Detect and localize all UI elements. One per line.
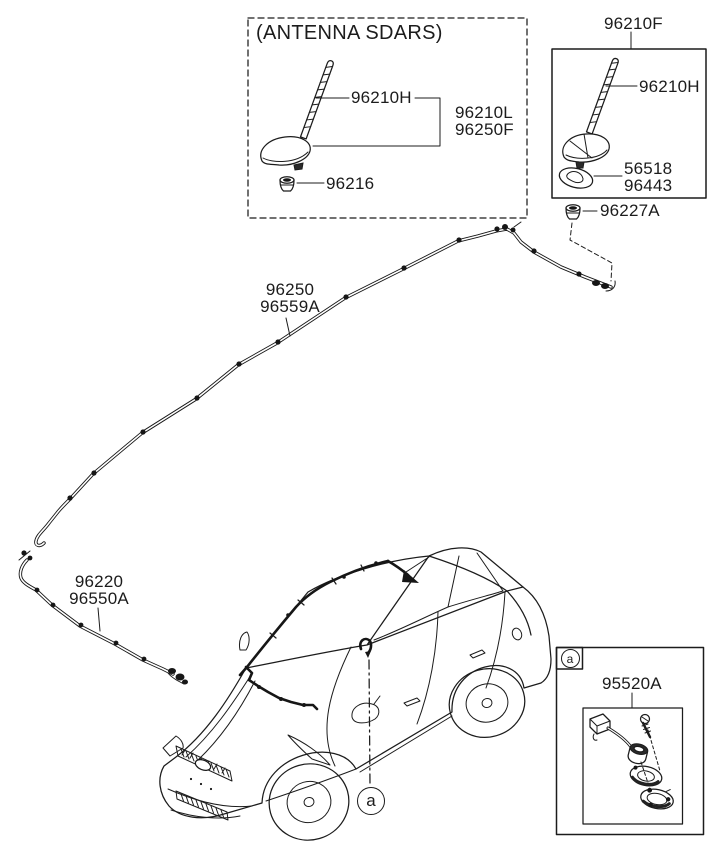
roof-harness-drawing — [238, 556, 430, 787]
sdars-base-drawing — [260, 136, 311, 166]
roof-antenna-grommet-drawing — [565, 204, 581, 220]
rear-wheel-drawing — [448, 668, 526, 738]
part-label-detail-part: 95520A — [602, 674, 662, 693]
detail-box-marker: a — [560, 649, 580, 668]
part-label-sdars-grommet: 96216 — [326, 174, 375, 193]
cable-clips — [21, 550, 188, 685]
part-label-line: 96550A — [69, 589, 129, 608]
part-label-line: 96220 — [74, 572, 124, 591]
part-label-roof-antenna-grommet: 96227A — [600, 201, 660, 220]
part-label-line: 96250 — [265, 280, 315, 299]
part-label-line: 96443 — [624, 176, 673, 195]
front-feeder-cable-drawing — [18, 550, 188, 685]
part-label-roof-antenna-pads: 56518 96443 — [624, 160, 672, 194]
sdars-grommet-drawing — [279, 176, 295, 192]
detail-box-drawing — [555, 646, 705, 836]
part-label-front-feeder-cable: 96220 96550A — [62, 573, 136, 607]
part-label-roof-antenna-mast: 96210H — [639, 77, 700, 96]
part-label-line: 96250F — [455, 120, 514, 139]
sdars-box-drawing — [247, 17, 528, 219]
roof-antenna-leader-lines — [582, 85, 638, 212]
roof-feeder-cable-drawing — [34, 221, 616, 548]
sdars-mast-drawing — [299, 59, 334, 140]
front-wheel-drawing — [268, 763, 350, 841]
part-label-sdars-mast: 96210H — [351, 88, 412, 107]
roof-antenna-drawing — [551, 31, 707, 282]
part-label-roof-feeder-cable: 96250 96559A — [254, 281, 326, 315]
part-label-line: 56518 — [624, 159, 673, 178]
part-label-roof-antenna-assembly: 96210F — [604, 14, 663, 33]
cable-clips — [67, 224, 609, 501]
roof-antenna-mast-drawing — [585, 57, 619, 135]
sdars-box-title: (ANTENNA SDARS) — [256, 22, 443, 44]
car-callout-marker: a — [357, 787, 385, 815]
part-label-line: 96210L — [455, 103, 513, 122]
detail-part-drawing — [589, 713, 674, 810]
roof-antenna-pad-drawing — [558, 167, 594, 189]
sdars-leader-lines — [296, 97, 441, 184]
part-label-sdars-assembly: 96210L 96250F — [455, 104, 514, 138]
part-label-line: 96559A — [260, 297, 320, 316]
car-drawing — [159, 547, 552, 841]
